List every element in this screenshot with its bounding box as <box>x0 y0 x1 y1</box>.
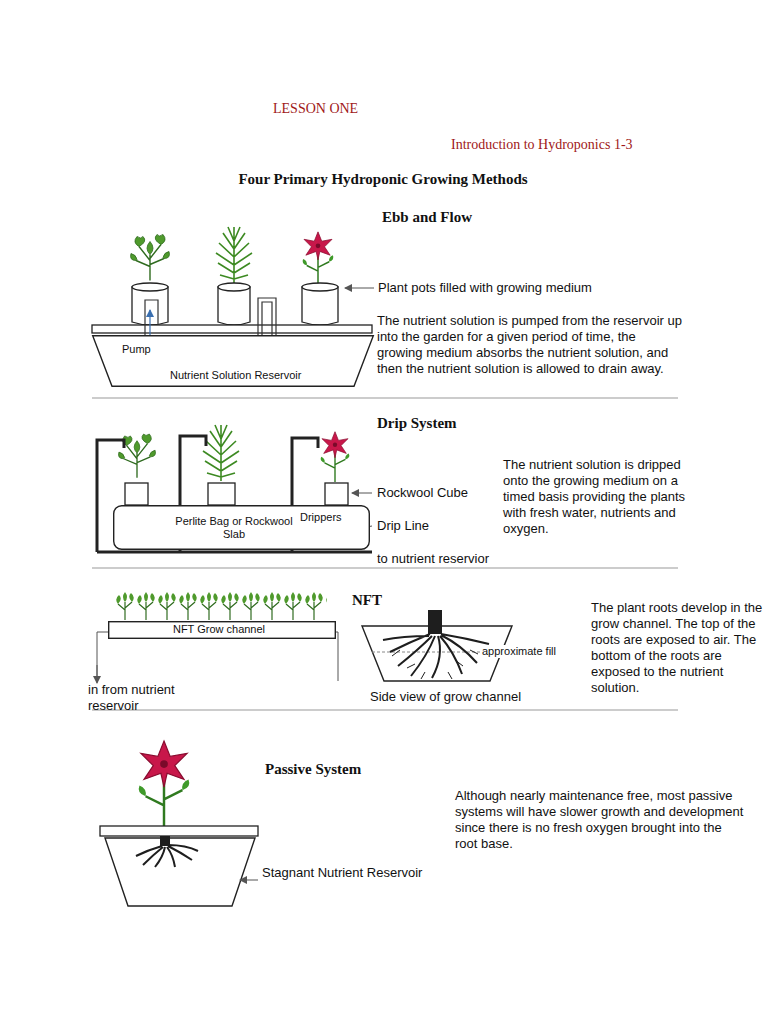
reservoir-label: Nutrient Solution Reservoir <box>170 369 301 382</box>
part-label: approximate fill <box>480 645 558 658</box>
description-text: The plant roots develop in the grow chan… <box>591 600 764 696</box>
method-heading: Ebb and Flow <box>382 209 472 225</box>
callout-label: Stagnant Nutrient Reservoir <box>262 865 422 881</box>
part-label: Drippers <box>300 511 342 524</box>
caption-label: Side view of grow channel <box>370 689 521 705</box>
method-heading: Passive System <box>265 761 361 777</box>
description-text: The nutrient solution is dripped onto th… <box>503 457 688 537</box>
lesson-subtitle: Introduction to Hydroponics 1-3 <box>451 137 633 153</box>
callout-label: Plant pots filled with growing medium <box>378 280 592 296</box>
pump-label: Pump <box>122 343 151 356</box>
method-heading: Drip System <box>377 415 457 431</box>
callout-label: to nutrient reservior <box>377 551 489 567</box>
description-text: The nutrient solution is pumped from the… <box>377 313 682 377</box>
grow-channel-shape <box>109 622 336 639</box>
lesson-number: LESSON ONE <box>273 101 358 117</box>
channel-label: NFT Grow channel <box>108 623 330 636</box>
callout-label: Rockwool Cube <box>377 485 468 501</box>
page-title: Four Primary Hydroponic Growing Methods <box>0 171 767 187</box>
callout-label: Drip Line <box>377 518 429 534</box>
method-heading: NFT <box>352 592 382 608</box>
slab-box-shape <box>114 506 370 550</box>
reservoir-tank-shape <box>93 336 374 387</box>
slab-label: Perlite Bag or Rockwool Slab <box>175 515 293 541</box>
callout-label: in from nutrient reservoir <box>88 682 208 714</box>
reservoir-tank: PumpNutrient Solution Reservoir <box>92 335 374 387</box>
description-text: Although nearly maintenance free, most p… <box>455 788 745 852</box>
grow-channel: NFT Grow channel <box>108 621 336 639</box>
